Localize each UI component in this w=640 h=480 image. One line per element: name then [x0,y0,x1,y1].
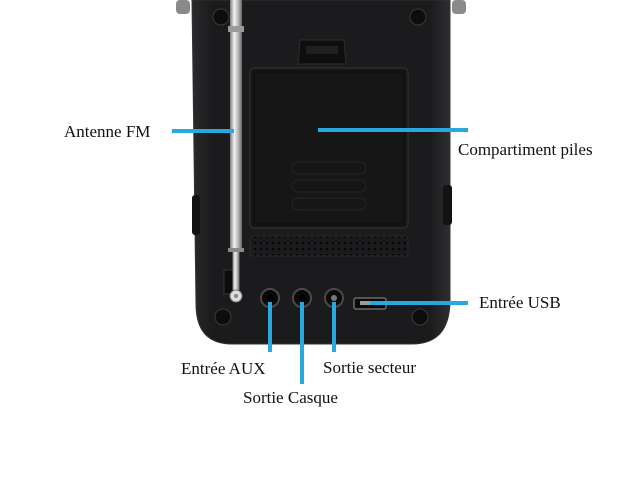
label-antenna-fm: Antenne FM [64,122,151,141]
label-usb-input: Entrée USB [479,293,561,312]
handle-left [176,0,190,14]
screw-icon [214,308,232,326]
speaker-grille-icon [249,235,409,257]
screw-icon [409,8,427,26]
aux-jack-icon[interactable] [260,288,280,308]
handle-right [452,0,466,14]
screw-icon [411,308,429,326]
callout-lines [172,128,468,384]
label-battery-compartment: Compartiment piles [458,140,593,159]
side-foot [443,185,452,225]
label-power-output: Sortie secteur [323,358,416,377]
screw-icon [212,8,230,26]
side-foot [192,195,200,235]
label-headphone-output: Sortie Casque [243,388,338,407]
battery-latch-grip [306,46,338,54]
battery-door-icon [249,67,409,229]
telescopic-antenna-icon [228,0,244,303]
label-aux-input: Entrée AUX [181,359,266,378]
